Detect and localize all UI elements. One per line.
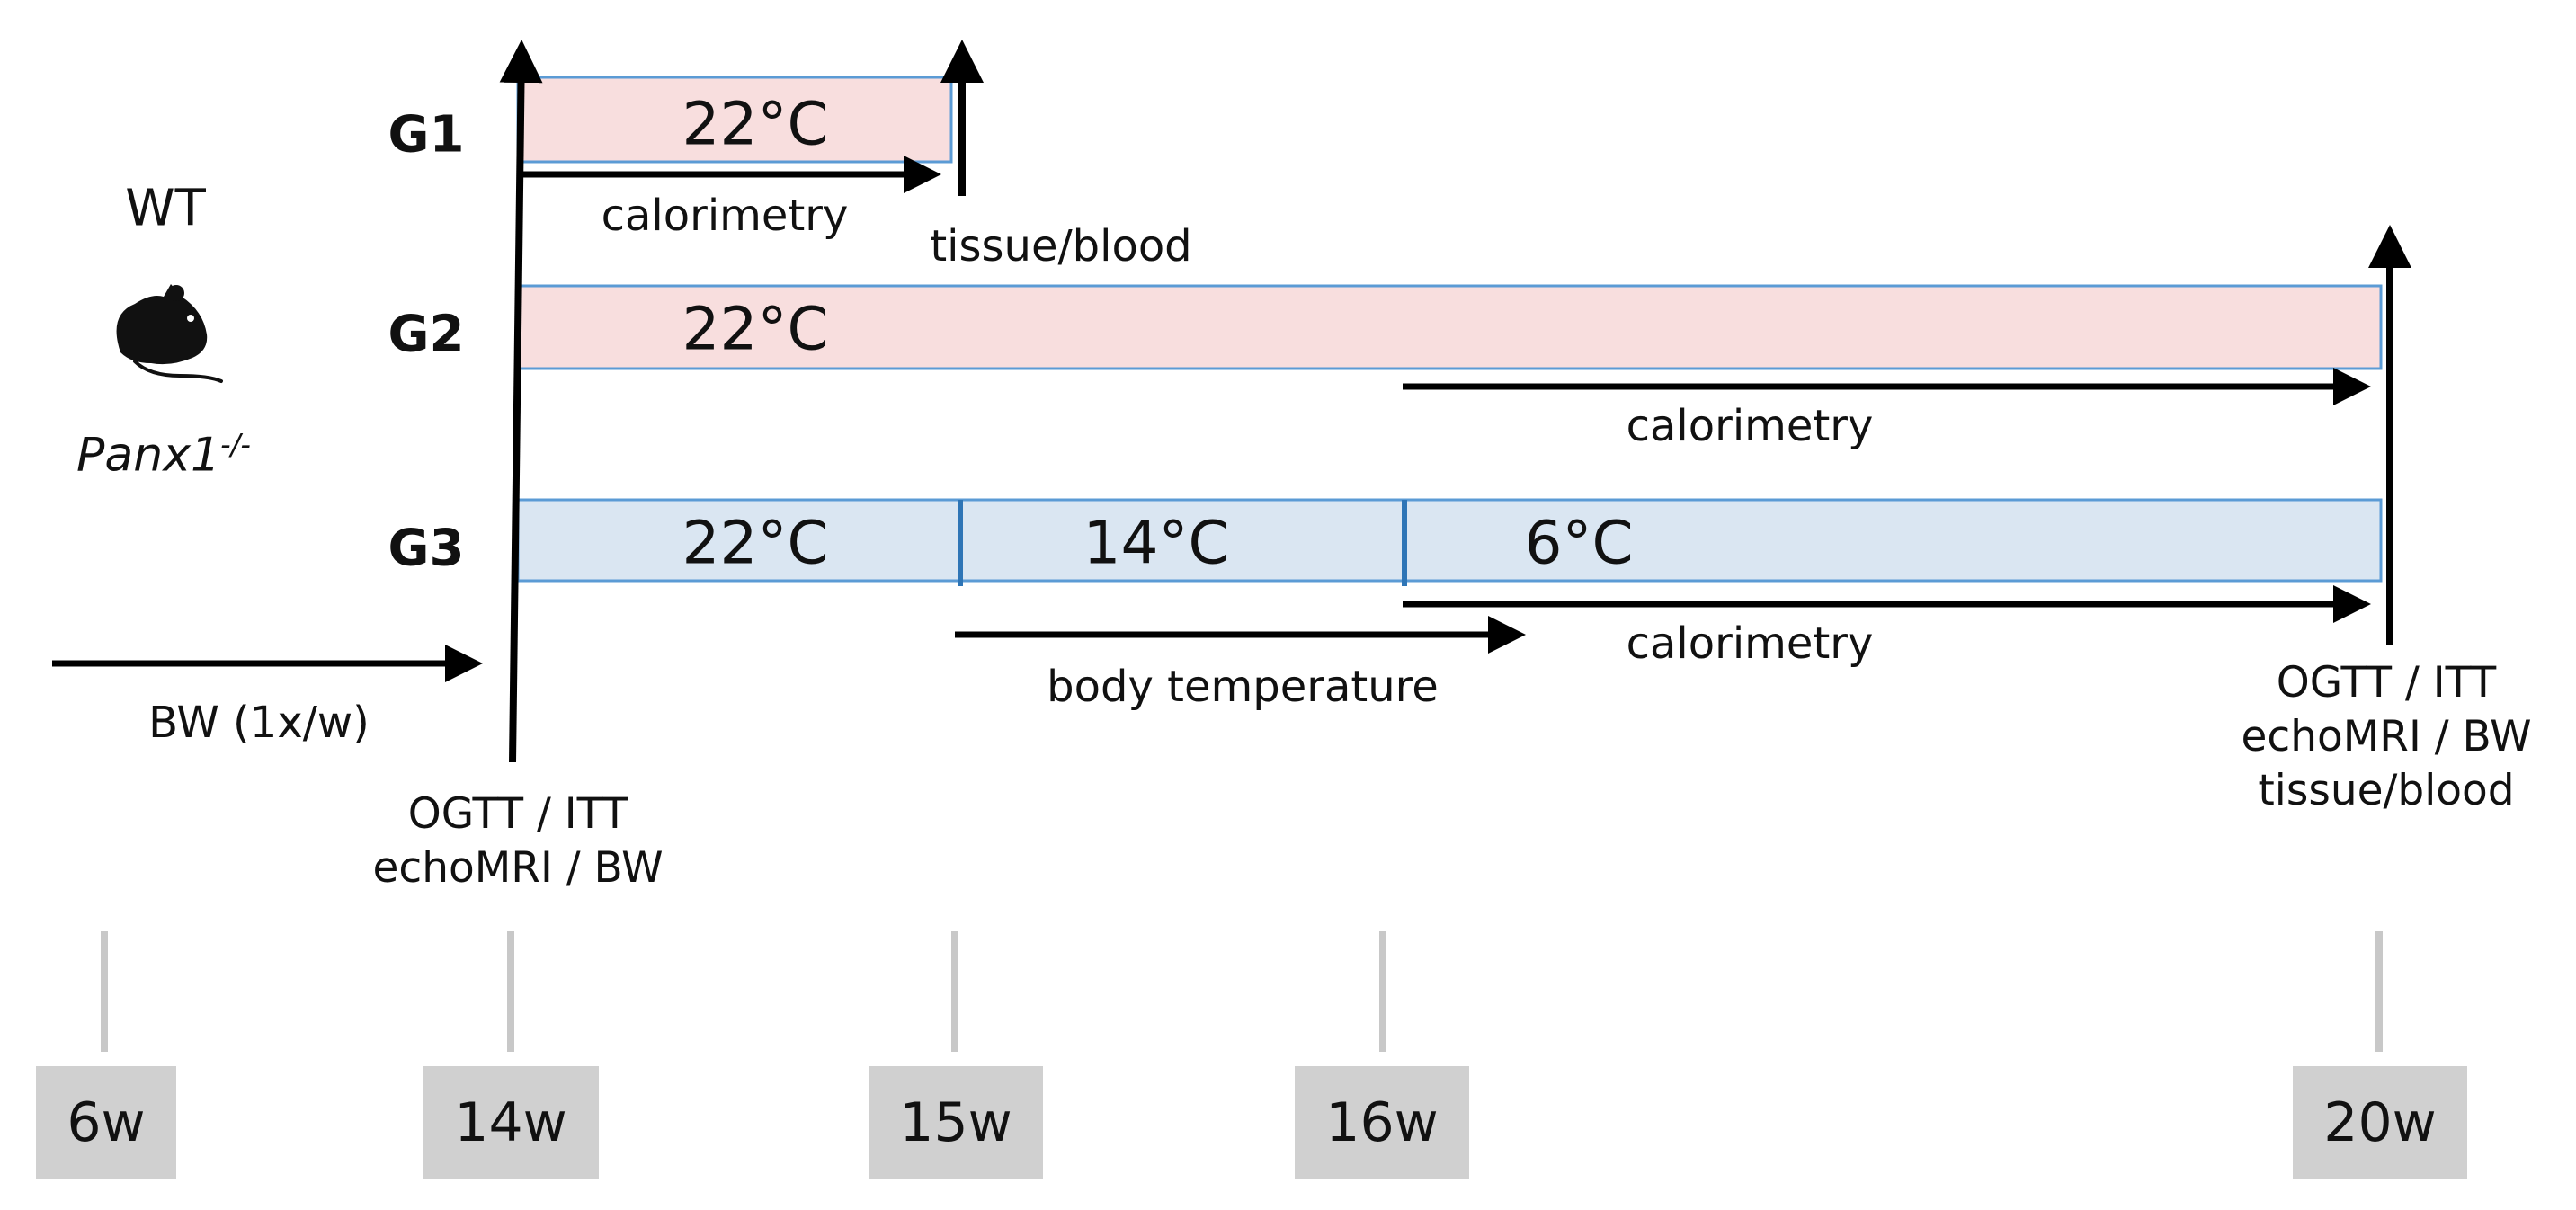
week-box-6w: 6w: [36, 1066, 176, 1179]
g3-temp-22-label: 22°C: [682, 508, 829, 578]
start-measurement-item: echoMRI / BW: [372, 843, 664, 893]
g3-label: G3: [388, 519, 465, 578]
g1-tissue-blood-label: tissue/blood: [930, 221, 1192, 271]
g2-calorimetry-label: calorimetry: [1626, 401, 1874, 451]
end-measurement-item: tissue/blood: [2258, 766, 2515, 815]
g2-bar-22c: [516, 284, 2383, 370]
start-measurement-item: OGTT / ITT: [407, 789, 628, 839]
end-measurements: OGTT / ITT echoMRI / BW tissue/blood: [2241, 656, 2531, 818]
week-box-14w: 14w: [423, 1066, 599, 1179]
start-measurements: OGTT / ITT echoMRI / BW: [372, 787, 663, 895]
week-box-20w: 20w: [2293, 1066, 2467, 1179]
panx1-superscript: -/-: [220, 427, 251, 462]
g3-bar: [516, 498, 2383, 583]
bw-weekly-label: BW (1x/w): [148, 698, 370, 748]
g1-temp-label: 22°C: [682, 89, 829, 159]
g2-label: G2: [388, 305, 465, 364]
body-temperature-label: body temperature: [1047, 662, 1439, 712]
g1-label: G1: [388, 105, 465, 165]
week-box-15w: 15w: [869, 1066, 1043, 1179]
g3-temp-6-label: 6°C: [1524, 508, 1634, 578]
start-14w-arrow: [499, 40, 543, 763]
panx1-knockout-label: Panx1-/-: [76, 427, 251, 482]
wt-label: WT: [125, 179, 206, 238]
g2-temp-label: 22°C: [682, 294, 829, 364]
g3-temp-14-label: 14°C: [1083, 508, 1230, 578]
g1-calorimetry-label: calorimetry: [601, 191, 849, 241]
end-measurement-item: OGTT / ITT: [2276, 658, 2497, 707]
g3-calorimetry-label: calorimetry: [1626, 618, 1874, 669]
week-box-16w: 16w: [1295, 1066, 1469, 1179]
end-measurement-item: echoMRI / BW: [2241, 712, 2532, 761]
g1-bar-22c: [516, 76, 953, 164]
mouse-icon: [116, 284, 223, 383]
panx1-text: Panx1: [76, 428, 221, 483]
